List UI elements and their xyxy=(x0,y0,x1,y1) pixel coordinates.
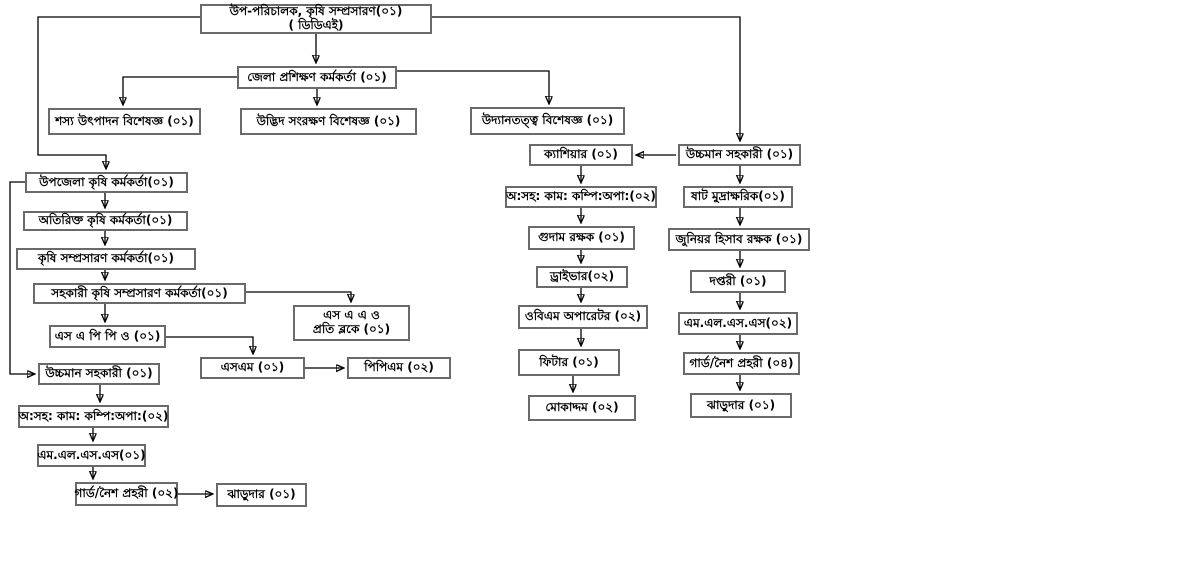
node-obm-operator: ওবিএম অপারেটর (০২) xyxy=(518,305,648,329)
node-label-line2: ( ডিডিএই) xyxy=(288,18,344,32)
node-head-assistant-right: উচ্চমান সহকারী (০১) xyxy=(678,144,801,166)
edge-upazila-to-head-assistant-left xyxy=(9,181,34,374)
node-sm: এসএম (০১) xyxy=(200,357,305,379)
node-godown-keeper: গুদাম রক্ষক (০১) xyxy=(528,226,635,250)
node-ppm: পিপিএম (০২) xyxy=(347,357,451,379)
edge-sappo-to-sm xyxy=(166,336,253,353)
node-sweeper-right: ঝাড়ুদার (০১) xyxy=(690,393,792,418)
node-driver: ড্রাইভার(০২) xyxy=(536,266,628,288)
node-saao-per-block: এস এ এ ও প্রতি ব্লকে (০১) xyxy=(293,305,410,341)
node-daptari: দপ্তরী (০১) xyxy=(690,270,786,293)
node-assistant-agriculture-extension-officer: সহকারী কৃষি সম্প্রসারণ কর্মকর্তা(০১) xyxy=(33,283,246,304)
node-horticulture-specialist: উদ্যানতত্ত্ব বিশেষজ্ঞ (০১) xyxy=(470,107,625,135)
node-junior-accounts-keeper: জুনিয়র হিসাব রক্ষক (০১) xyxy=(668,228,810,251)
node-steno-typist: ষাট মুদ্রাক্ষরিক(০১) xyxy=(683,186,793,208)
node-upazila-agriculture-officer: উপজেলা কৃষি কর্মকর্তা(০১) xyxy=(25,172,188,193)
node-district-training-officer: জেলা প্রশিক্ষণ কর্মকর্তা (০১) xyxy=(237,66,397,89)
node-label-line1: এস এ এ ও xyxy=(323,308,380,323)
edge-district-to-crop-production xyxy=(123,76,237,104)
node-plant-protection-specialist: উদ্ভিদ সংরক্ষণ বিশেষজ্ঞ (০১) xyxy=(240,108,417,135)
node-office-asst-computer-left: অ:সহ: কাম: কম্পি:অপা:(০২) xyxy=(18,405,169,428)
edge-deputy-to-head-assistant-right xyxy=(432,16,740,140)
node-crop-production-specialist: শস্য উৎপাদন বিশেষজ্ঞ (০১) xyxy=(48,108,201,135)
node-guard-left: গার্ড/নৈশ প্রহরী (০২) xyxy=(75,482,178,506)
node-label-line1: উপ-পরিচালক, কৃষি সম্প্রসারণ(০১) xyxy=(229,4,403,19)
node-sweeper-left: ঝাড়ুদার (০১) xyxy=(216,483,307,507)
node-label-line2: প্রতি ব্লকে (০১) xyxy=(312,322,391,336)
node-additional-agriculture-officer: অতিরিক্ত কৃষি কর্মকর্তা(০১) xyxy=(23,211,188,231)
node-deputy-director: উপ-পরিচালক, কৃষি সম্প্রসারণ(০১) ( ডিডিএই… xyxy=(200,4,432,34)
node-office-asst-computer-mid: অ:সহ: কাম: কম্পি:অপা:(০২) xyxy=(505,186,657,208)
node-head-assistant-left: উচ্চমান সহকারী (০১) xyxy=(38,363,160,385)
node-guard-right: গার্ড/নৈশ প্রহরী (০৪) xyxy=(683,352,800,375)
node-agriculture-extension-officer: কৃষি সম্প্রসারণ কর্মকর্তা(০১) xyxy=(16,248,196,270)
edge-district-to-horticulture xyxy=(397,70,549,103)
node-mlss-left: এম.এল.এস.এস(০১) xyxy=(37,444,146,467)
node-fitter: ফিটার (০১) xyxy=(518,349,620,376)
edge-deputy-to-upazila xyxy=(37,16,200,168)
node-sappo: এস এ পি পি ও (০১) xyxy=(49,325,166,348)
node-cashier: ক্যাশিয়ার (০১) xyxy=(529,144,633,166)
edge-assistant-extension-to-saao xyxy=(246,291,351,301)
node-mokaddam: মোকাদ্দম (০২) xyxy=(528,395,636,421)
node-mlss-right: এম.এল.এস.এস(০২) xyxy=(678,312,798,335)
